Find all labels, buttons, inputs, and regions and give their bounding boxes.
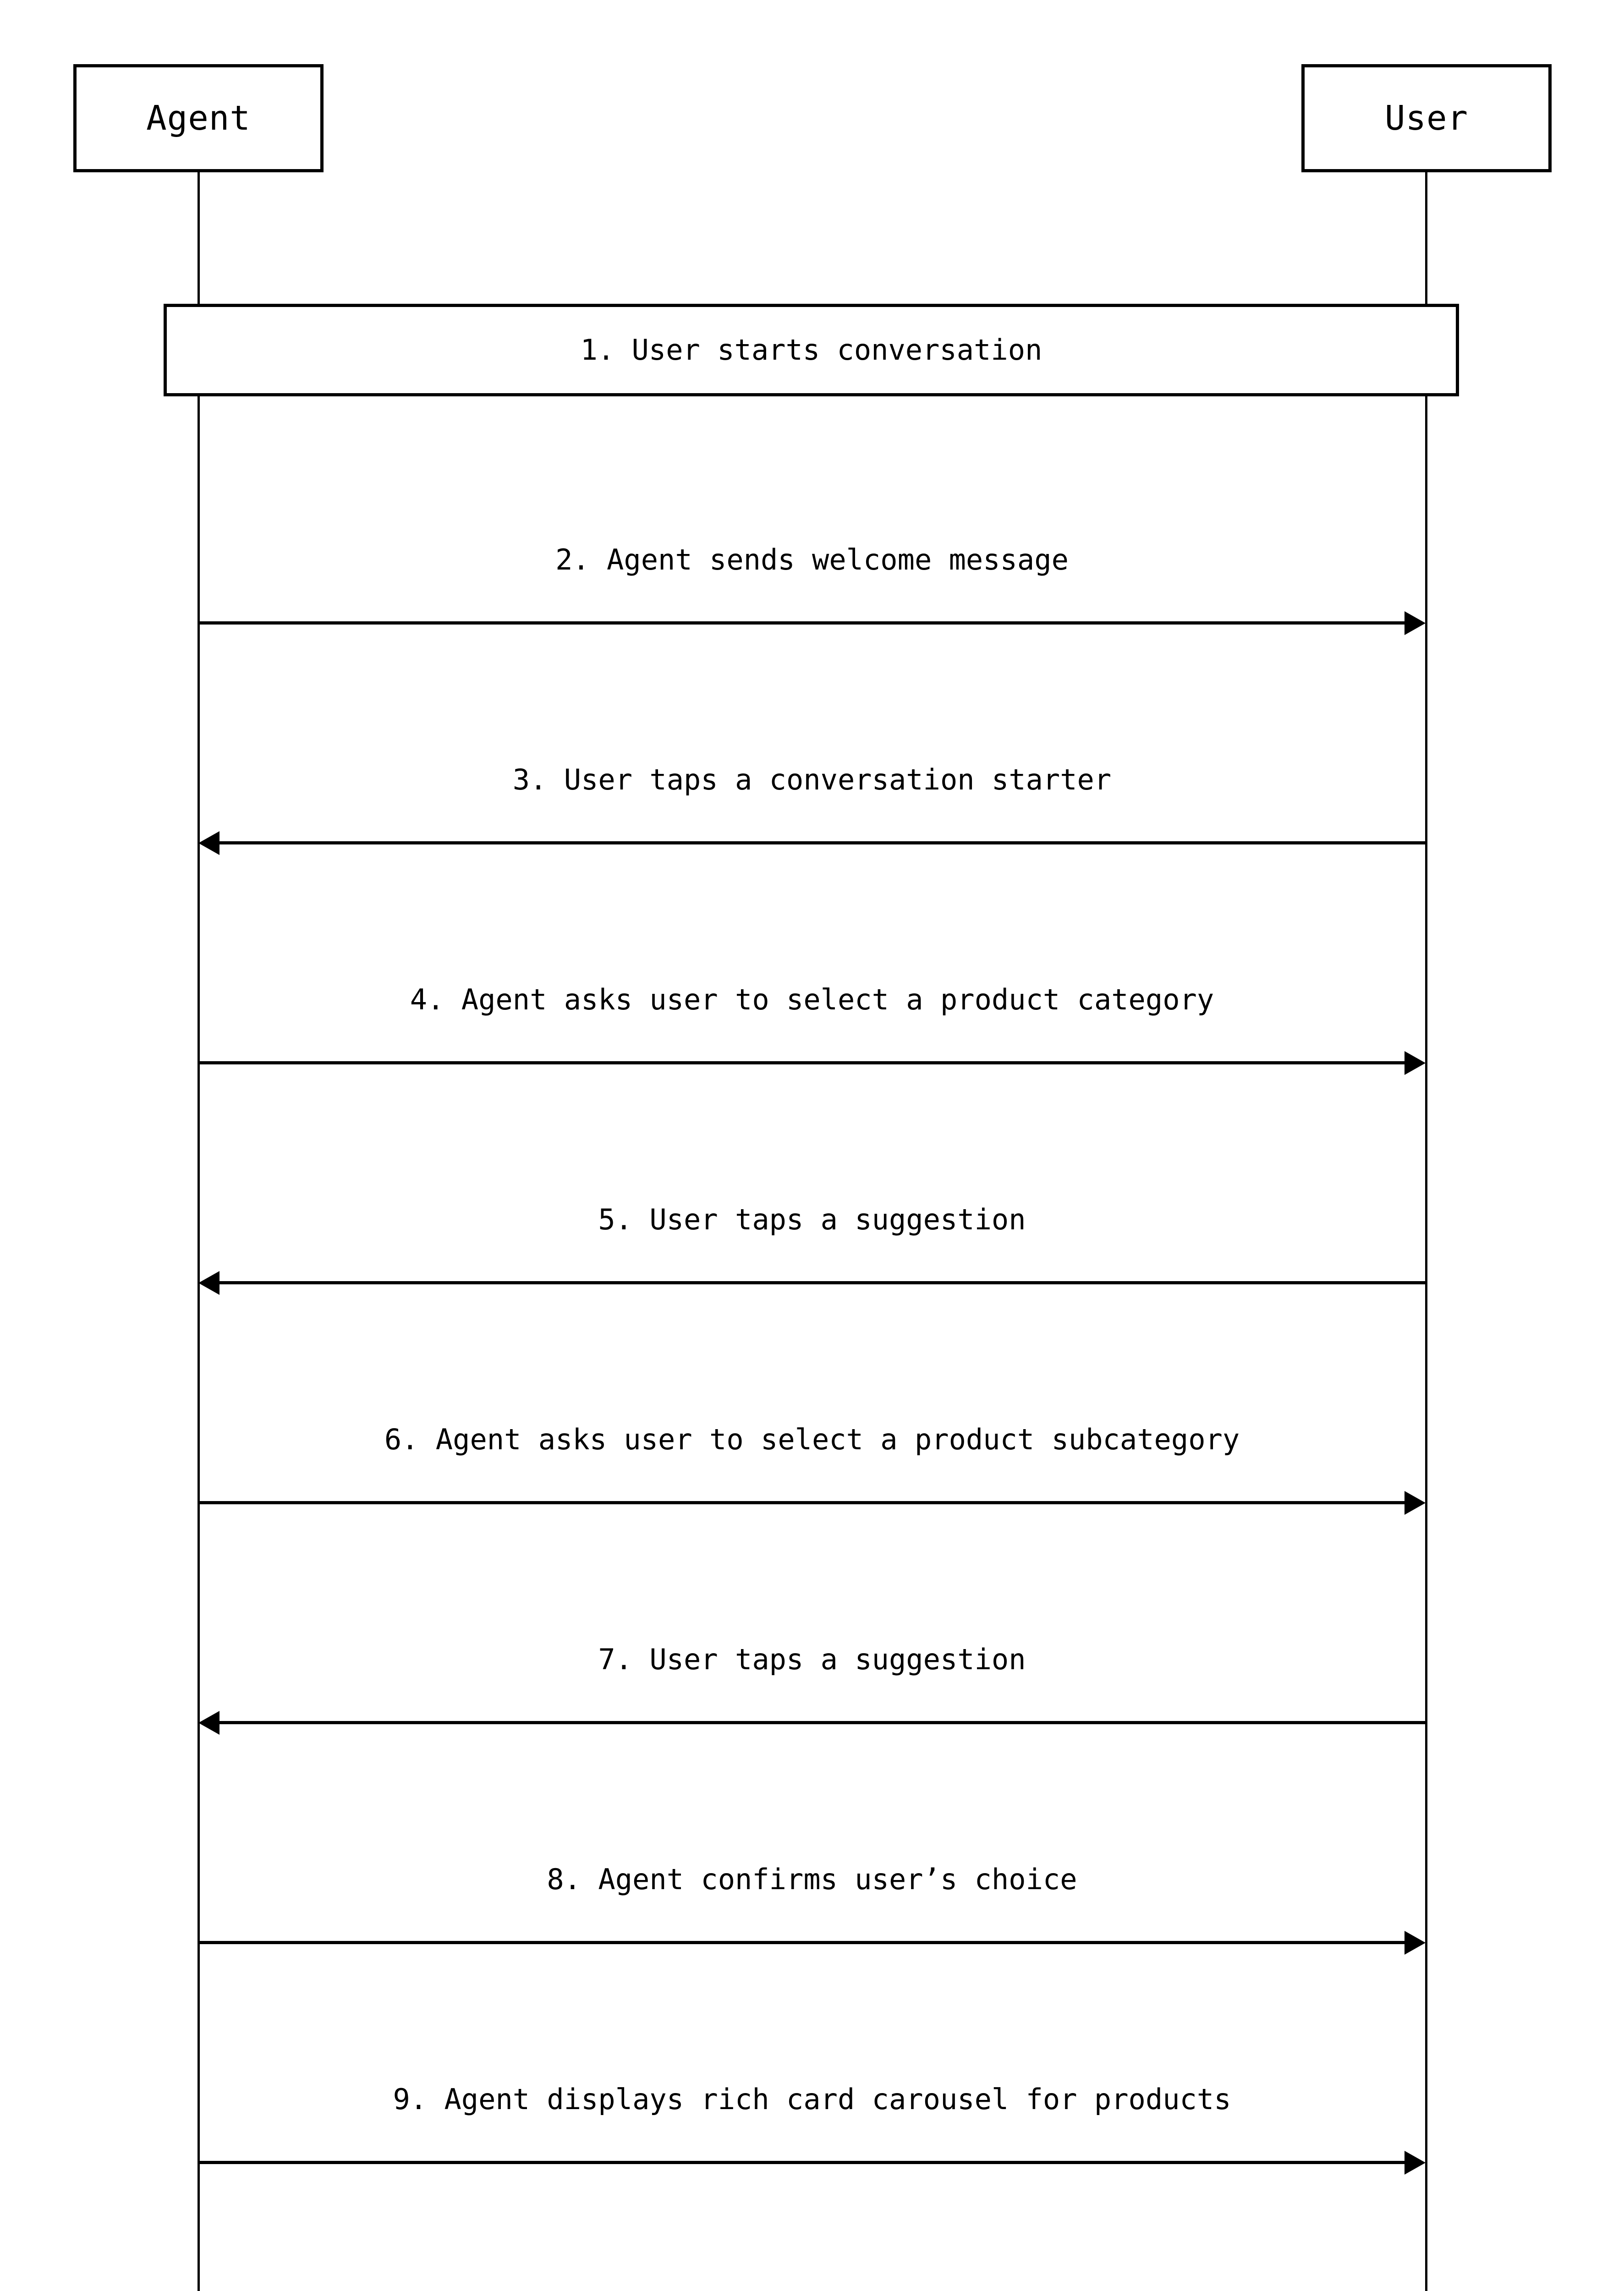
message-6-label: 6. Agent asks user to select a product s… — [384, 1423, 1240, 1456]
message-4-label: 4. Agent asks user to select a product c… — [410, 983, 1214, 1016]
message-9-arrowhead-right — [1405, 2151, 1426, 2175]
message-9-label: 9. Agent displays rich card carousel for… — [393, 2083, 1231, 2116]
message-7: 7. User taps a suggestion — [0, 1629, 1624, 1744]
message-9: 9. Agent displays rich card carousel for… — [0, 2069, 1624, 2184]
message-4-arrowhead-right — [1405, 1051, 1426, 1075]
message-5-line — [219, 1281, 1426, 1284]
participant-header-agent[interactable]: Agent — [73, 64, 324, 172]
participant-header-agent-label: Agent — [146, 99, 251, 138]
message-3: 3. User taps a conversation starter — [0, 750, 1624, 864]
message-8: 8. Agent confirms user’s choice — [0, 1849, 1624, 1964]
message-5: 5. User taps a suggestion — [0, 1189, 1624, 1304]
message-9-line — [198, 2161, 1405, 2164]
message-10: 10. User selects a product — [0, 2289, 1624, 2291]
message-8-line — [198, 1941, 1405, 1944]
message-3-arrowhead-left — [198, 831, 219, 855]
message-3-label: 3. User taps a conversation starter — [512, 763, 1112, 796]
message-5-arrowhead-left — [198, 1271, 219, 1295]
message-8-label: 8. Agent confirms user’s choice — [547, 1863, 1077, 1896]
message-4: 4. Agent asks user to select a product c… — [0, 970, 1624, 1084]
message-6-line — [198, 1501, 1405, 1504]
message-7-label: 7. User taps a suggestion — [598, 1643, 1026, 1676]
note-label: 1. User starts conversation — [580, 333, 1042, 367]
message-5-label: 5. User taps a suggestion — [598, 1203, 1026, 1236]
message-8-arrowhead-right — [1405, 1931, 1426, 1955]
participant-header-user[interactable]: User — [1301, 64, 1552, 172]
message-2-arrowhead-right — [1405, 611, 1426, 635]
message-6-arrowhead-right — [1405, 1491, 1426, 1515]
note-user-starts-conversation: 1. User starts conversation — [164, 304, 1459, 396]
message-2: 2. Agent sends welcome message — [0, 530, 1624, 644]
message-2-line — [198, 621, 1405, 625]
message-7-line — [219, 1721, 1426, 1724]
message-3-line — [219, 841, 1426, 844]
message-4-line — [198, 1061, 1405, 1064]
message-6: 6. Agent asks user to select a product s… — [0, 1409, 1624, 1524]
message-2-label: 2. Agent sends welcome message — [555, 543, 1069, 576]
lifeline-user — [1425, 172, 1427, 2291]
participant-header-user-label: User — [1384, 99, 1469, 138]
lifeline-agent — [198, 172, 200, 2291]
message-7-arrowhead-left — [198, 1711, 219, 1735]
